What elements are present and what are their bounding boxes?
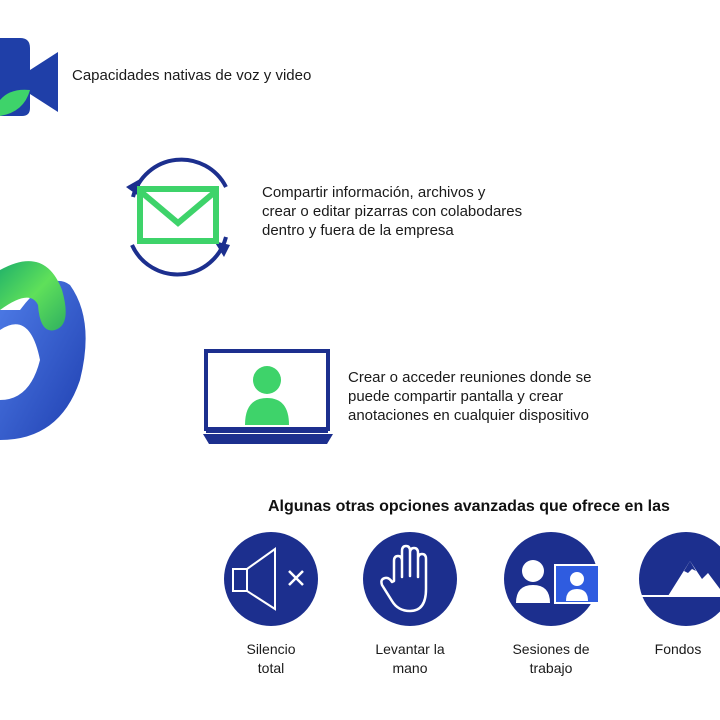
- option-label-line: total: [257, 660, 285, 676]
- option-label-levantar: Levantar la mano: [350, 640, 470, 678]
- option-label-line: Fondos: [654, 641, 702, 657]
- option-label-line: Levantar la: [375, 641, 445, 657]
- feature-voice-video-label: Capacidades nativas de voz y video: [72, 67, 312, 84]
- option-label-silencio: Silencio total: [211, 640, 331, 678]
- feature-meetings-line: puede compartir pantalla y crear: [348, 388, 564, 405]
- feature-share-text: Compartir información, archivos y crear …: [262, 183, 522, 240]
- raised-hand-icon: [363, 532, 457, 626]
- feature-meetings-line: Crear o acceder reuniones donde se: [348, 369, 592, 386]
- feature-share-line: dentro y fuera de la empresa: [262, 222, 454, 239]
- option-label-line: trabajo: [529, 660, 573, 676]
- mountain-background-icon: [638, 532, 720, 626]
- feature-share-line: crear o editar pizarras con colabodares: [262, 203, 523, 220]
- muted-speaker-icon: [224, 532, 318, 626]
- option-label-line: mano: [392, 660, 428, 676]
- breakout-sessions-icon: [504, 532, 599, 626]
- feature-voice-video-text: Capacidades nativas de voz y video: [72, 66, 311, 85]
- options-heading: Algunas otras opciones avanzadas que ofr…: [268, 498, 670, 515]
- option-label-sesiones: Sesiones de trabajo: [491, 640, 611, 678]
- webex-logo-top-icon: [0, 38, 58, 116]
- laptop-user-icon: [203, 349, 333, 444]
- webex-logo-ring-icon: [0, 261, 86, 440]
- option-label-fondos: Fondos: [636, 640, 720, 659]
- option-label-line: Sesiones de: [512, 641, 590, 657]
- envelope-sync-icon: [126, 157, 230, 277]
- feature-meetings-line: anotaciones en cualquier dispositivo: [348, 407, 589, 424]
- option-label-line: Silencio: [246, 641, 296, 657]
- feature-share-line: Compartir información, archivos y: [262, 184, 486, 201]
- feature-meetings-text: Crear o acceder reuniones donde se puede…: [348, 368, 592, 425]
